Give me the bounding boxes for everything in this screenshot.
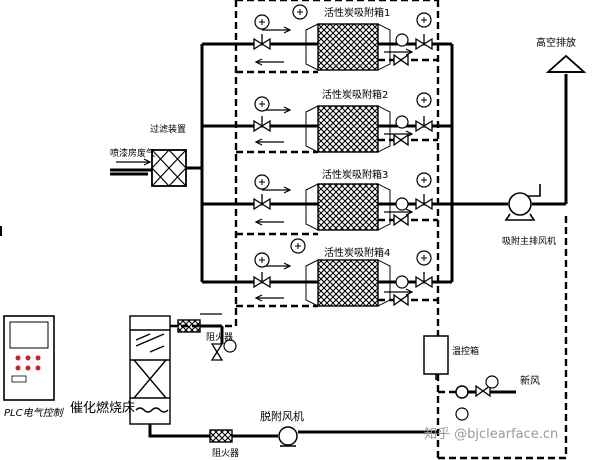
box-3-label: 活性炭吸附箱3: [322, 168, 388, 181]
stack-label: 高空排放: [536, 36, 576, 49]
adsorption-box-3: [305, 183, 391, 231]
control-box-label: 温控箱: [452, 345, 479, 357]
filter-unit: [151, 149, 187, 187]
flame-arrester-top-icon: [170, 319, 201, 333]
valve-icons: [210, 34, 491, 398]
stack-cap: [545, 54, 587, 73]
box-1-label: 活性炭吸附箱1: [324, 6, 390, 19]
adsorption-box-4: [305, 259, 391, 307]
flame-arrester-bottom-label: 阻火器: [212, 448, 239, 459]
adsorption-box-1: [305, 23, 391, 71]
desorb-fan-label: 脱附风机: [260, 409, 304, 423]
box-4-label: 活性炭吸附箱4: [324, 246, 390, 259]
filter-label: 过滤装置: [150, 123, 186, 135]
box-2-label: 活性炭吸附箱2: [322, 88, 388, 101]
main-fan-label: 吸附主排风机: [502, 235, 556, 247]
gauge-marks: [259, 9, 427, 263]
control-box: [423, 335, 449, 380]
return-piping: [148, 324, 438, 438]
fresh-air-label: 新风: [520, 374, 540, 387]
catalytic-bed: [129, 315, 171, 425]
flow-arrows: [116, 26, 414, 315]
main-fan-icon: [504, 184, 541, 221]
gauge-icons: [223, 4, 499, 421]
catalytic-bed-label: 催化燃烧床: [70, 400, 135, 416]
desorb-fan-icon: [278, 426, 298, 447]
adsorption-box-2: [305, 105, 391, 153]
plc-label: PLC电气控制: [4, 407, 65, 419]
watermark: 知乎 @bjclearface.cn: [424, 426, 558, 442]
plc-panel: [3, 315, 55, 401]
flame-arrester-bottom-icon: [209, 429, 233, 443]
fresh-air-piping: [438, 385, 516, 399]
flame-arrester-top-label: 阻火器: [206, 332, 233, 343]
inlet-label: 喷漆房废气: [110, 147, 155, 159]
